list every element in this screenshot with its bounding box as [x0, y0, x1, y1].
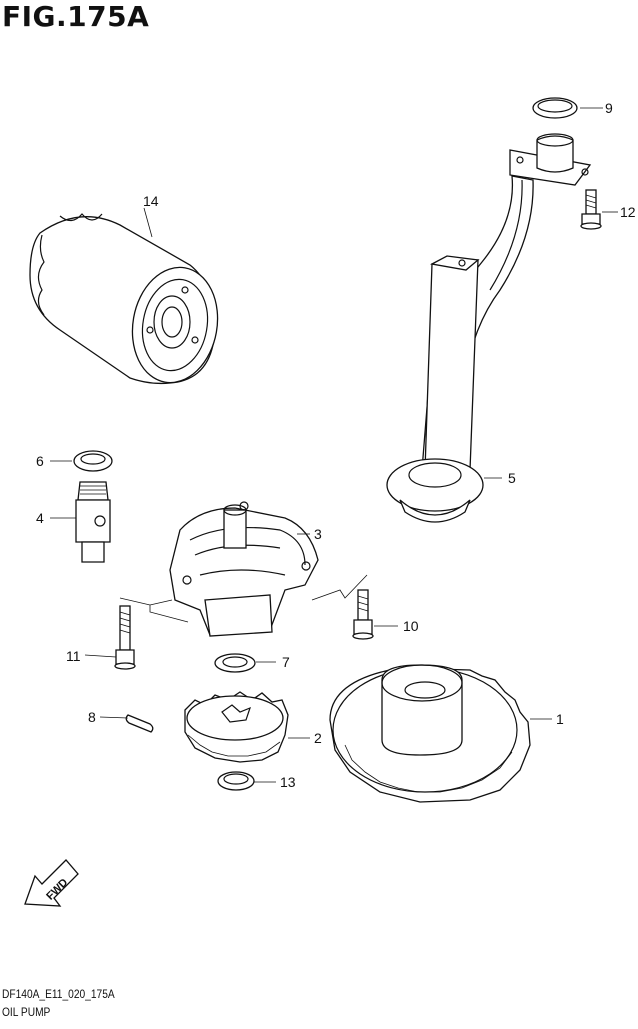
pin-8-part[interactable] — [125, 714, 154, 733]
callout-8: 8 — [88, 709, 96, 725]
callout-14: 14 — [143, 193, 159, 209]
callout-2: 2 — [314, 730, 322, 746]
bolt-10-part[interactable] — [352, 589, 374, 640]
callout-13: 13 — [280, 774, 296, 790]
bolt-11-part[interactable] — [114, 605, 136, 670]
callout-12: 12 — [620, 204, 636, 220]
oil-pump-body-part[interactable] — [169, 501, 319, 637]
relief-valve-part[interactable] — [75, 481, 111, 563]
callout-5: 5 — [508, 470, 516, 486]
callout-4: 4 — [36, 510, 44, 526]
circlip-13-part[interactable] — [217, 771, 255, 791]
washer-7-part[interactable] — [214, 653, 256, 673]
o-ring-part[interactable] — [532, 97, 578, 119]
oil-strainer-part[interactable] — [386, 133, 592, 523]
callout-9: 9 — [605, 100, 613, 116]
callout-1: 1 — [556, 711, 564, 727]
figure-name: OIL PUMP — [2, 1005, 51, 1019]
bolt-12-part[interactable] — [580, 189, 602, 230]
mating-line-right — [311, 574, 368, 601]
callout-leaders — [50, 107, 618, 783]
gasket-6-part[interactable] — [73, 450, 113, 472]
drive-gear-part[interactable] — [329, 664, 531, 803]
mating-line-left — [119, 597, 189, 623]
oil-filter-part[interactable] — [29, 213, 226, 389]
callout-7: 7 — [282, 654, 290, 670]
forward-arrow-icon: FWD — [24, 859, 79, 907]
callout-10: 10 — [403, 618, 419, 634]
callout-6: 6 — [36, 453, 44, 469]
driven-gear-part[interactable] — [184, 691, 289, 763]
figure-code: DF140A_E11_020_175A — [2, 987, 115, 1001]
figure-title: FIG.175A — [2, 0, 150, 33]
callout-11: 11 — [66, 648, 81, 664]
callout-3: 3 — [314, 526, 322, 542]
